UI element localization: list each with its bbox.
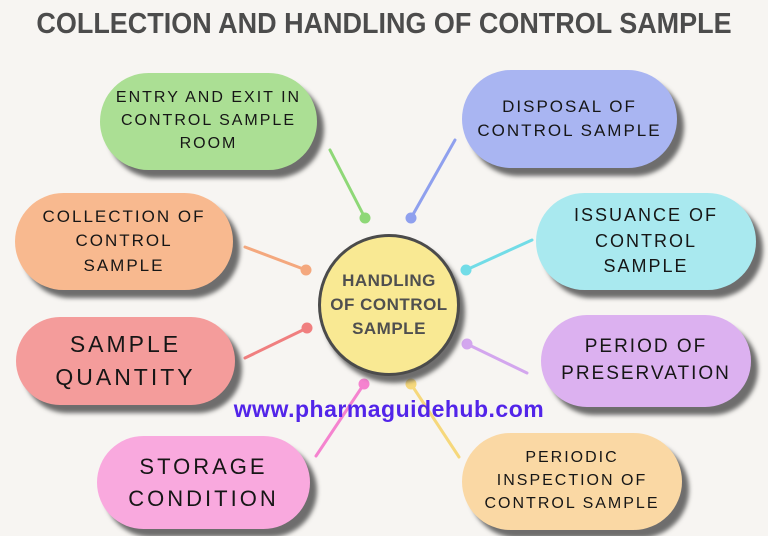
- center-node-handling: HANDLING OF CONTROL SAMPLE: [318, 234, 460, 376]
- connector-line-periodic-inspection: [409, 382, 461, 459]
- connector-dot-collection: [300, 264, 312, 276]
- connector-line-entry-and-exit: [328, 148, 367, 220]
- connector-line-period-preservation: [465, 342, 529, 375]
- node-entry-and-exit: ENTRY AND EXIT IN CONTROL SAMPLE ROOM: [100, 73, 317, 170]
- node-periodic-inspection: PERIODIC INSPECTION OF CONTROL SAMPLE: [462, 433, 682, 530]
- node-period-preservation-label: PERIOD OF PRESERVATION: [561, 336, 731, 384]
- node-sample-quantity-label: SAMPLE QUANTITY: [55, 331, 196, 390]
- connector-line-issuance: [464, 238, 534, 272]
- watermark-text: www.pharmaguidehub.com: [233, 396, 545, 422]
- center-node-label: HANDLING OF CONTROL SAMPLE: [330, 270, 448, 339]
- connector-line-storage-condition: [314, 382, 366, 458]
- node-disposal: DISPOSAL OF CONTROL SAMPLE: [462, 70, 677, 168]
- node-periodic-inspection-label: PERIODIC INSPECTION OF CONTROL SAMPLE: [484, 449, 660, 512]
- node-sample-quantity: SAMPLE QUANTITY: [16, 317, 235, 405]
- node-collection: COLLECTION OF CONTROL SAMPLE: [15, 193, 233, 290]
- node-disposal-label: DISPOSAL OF CONTROL SAMPLE: [477, 96, 662, 140]
- connector-dot-disposal: [405, 212, 417, 224]
- connector-dot-periodic-inspection: [405, 378, 417, 390]
- node-storage-condition: STORAGE CONDITION: [97, 436, 310, 529]
- page-title: COLLECTION AND HANDLING OF CONTROL SAMPL…: [36, 8, 732, 40]
- node-collection-label: COLLECTION OF CONTROL SAMPLE: [42, 207, 206, 275]
- connector-line-sample-quantity: [243, 326, 309, 360]
- connector-dot-period-preservation: [461, 338, 473, 350]
- connector-line-disposal: [409, 138, 457, 220]
- connector-dot-entry-and-exit: [359, 212, 371, 224]
- connector-line-collection: [243, 245, 308, 272]
- node-period-preservation: PERIOD OF PRESERVATION: [541, 315, 751, 407]
- connector-dot-issuance: [460, 264, 472, 276]
- node-issuance-label: ISSUANCE OF CONTROL SAMPLE: [573, 205, 719, 277]
- node-storage-condition-label: STORAGE CONDITION: [128, 454, 279, 511]
- node-entry-and-exit-label: ENTRY AND EXIT IN CONTROL SAMPLE ROOM: [115, 89, 302, 152]
- connector-dot-sample-quantity: [301, 322, 313, 334]
- connector-dot-storage-condition: [358, 378, 370, 390]
- node-issuance: ISSUANCE OF CONTROL SAMPLE: [536, 193, 756, 290]
